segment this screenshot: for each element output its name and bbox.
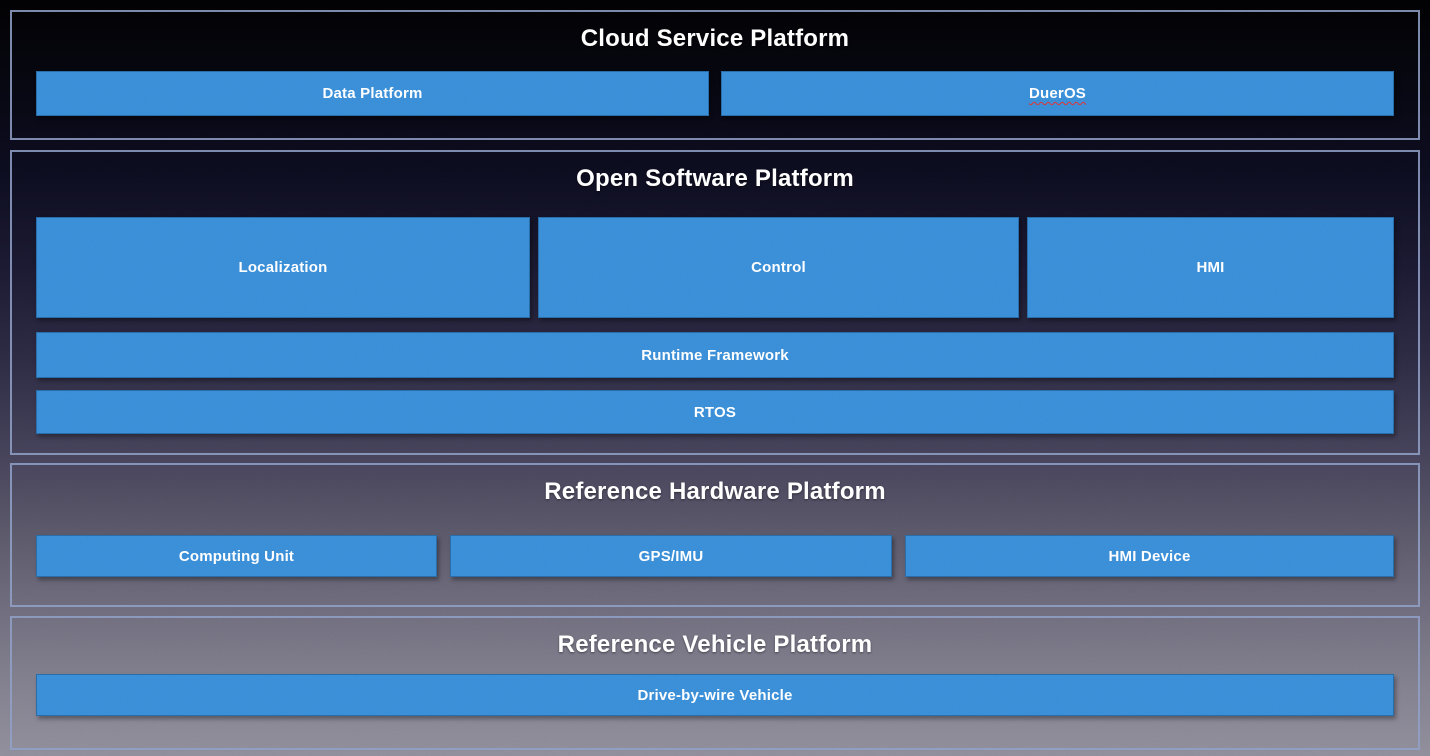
box-drive-by-wire-vehicle: Drive-by-wire Vehicle <box>36 674 1394 716</box>
box-runtime-framework: Runtime Framework <box>36 332 1394 378</box>
box-hmi-device: HMI Device <box>905 535 1394 577</box>
box-localization: Localization <box>36 217 530 318</box>
rtos-row: RTOS <box>36 390 1394 434</box>
box-computing-unit: Computing Unit <box>36 535 437 577</box>
box-label-rtos: RTOS <box>693 403 737 421</box>
section-title-reference-hardware-platform: Reference Hardware Platform <box>544 478 886 505</box>
box-label-dueros: DuerOS <box>1028 85 1087 102</box>
section-cloud-service-platform: Cloud Service Platform Data Platform Due… <box>10 10 1420 140</box>
box-label-hmi: HMI <box>1196 259 1225 276</box>
box-label-localization: Localization <box>238 259 328 276</box>
box-label-gps-imu: GPS/IMU <box>638 547 704 565</box>
hardware-boxes-row: Computing Unit GPS/IMU HMI Device <box>36 535 1394 577</box>
box-label-hmi-device: HMI Device <box>1108 547 1191 565</box>
box-data-platform: Data Platform <box>36 71 709 116</box>
section-title-reference-vehicle-platform: Reference Vehicle Platform <box>557 631 873 658</box>
box-label-runtime-framework: Runtime Framework <box>641 346 789 364</box>
section-title-cloud-service-platform: Cloud Service Platform <box>580 25 850 52</box>
runtime-framework-row: Runtime Framework <box>36 332 1394 378</box>
box-control: Control <box>538 217 1019 318</box>
box-hmi: HMI <box>1027 217 1394 318</box>
vehicle-boxes-row: Drive-by-wire Vehicle <box>36 674 1394 716</box>
box-gps-imu: GPS/IMU <box>450 535 892 577</box>
section-reference-hardware-platform: Reference Hardware Platform Computing Un… <box>10 463 1420 607</box>
box-label-computing-unit: Computing Unit <box>178 547 295 565</box>
box-dueros: DuerOS <box>721 71 1394 116</box>
box-label-data-platform: Data Platform <box>322 85 423 102</box>
box-label-control: Control <box>751 259 806 276</box>
section-title-open-software-platform: Open Software Platform <box>576 165 854 192</box>
software-modules-row: Localization Control HMI <box>36 217 1394 318</box>
cloud-boxes-row: Data Platform DuerOS <box>36 71 1394 116</box>
section-reference-vehicle-platform: Reference Vehicle Platform Drive-by-wire… <box>10 616 1420 750</box>
section-open-software-platform: Open Software Platform Localization Cont… <box>10 150 1420 455</box>
box-label-drive-by-wire-vehicle: Drive-by-wire Vehicle <box>637 686 793 704</box>
box-rtos: RTOS <box>36 390 1394 434</box>
